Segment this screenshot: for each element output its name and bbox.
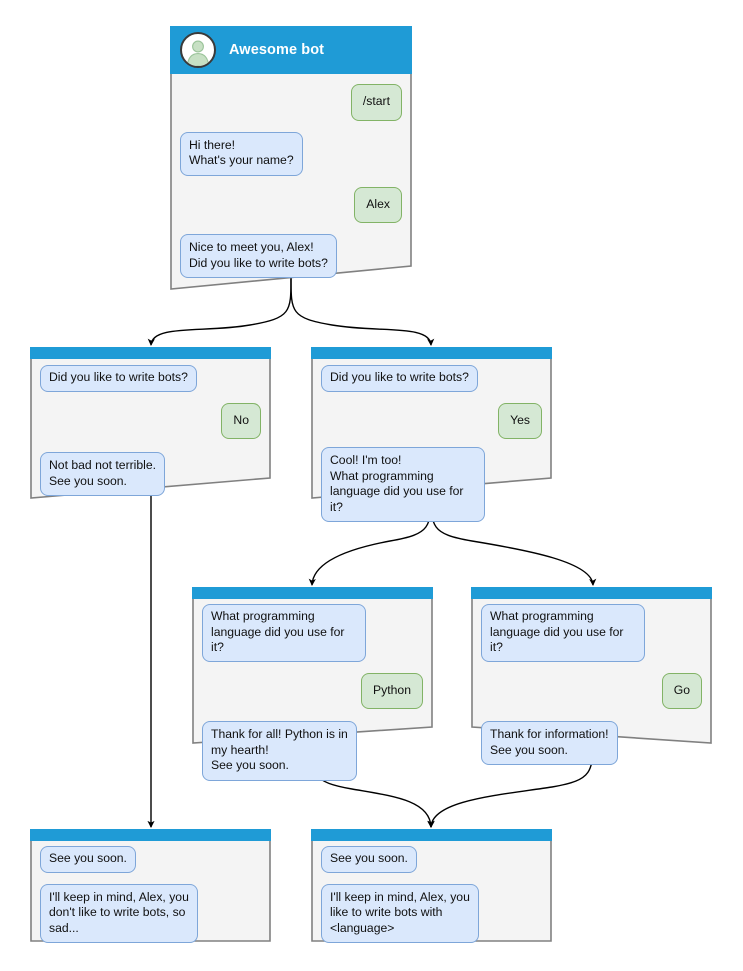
node-python-branch-chat: What programming language did you use fo… — [192, 599, 433, 781]
node-root-titlebar: Awesome bot — [170, 26, 412, 74]
node-python-branch[interactable]: What programming language did you use fo… — [192, 587, 433, 781]
chat-bubble-bot: Thank for information! See you soon. — [481, 721, 618, 765]
chat-bubble-user: Yes — [498, 402, 542, 439]
node-end-yes-chat: See you soon. I'll keep in mind, Alex, y… — [311, 841, 552, 943]
node-no-branch-titlebar — [30, 347, 271, 359]
chat-bubble-user: No — [221, 402, 261, 439]
chat-bubble-bot: See you soon. — [321, 846, 417, 873]
chat-bubble-user: Go — [661, 672, 702, 709]
node-go-branch-titlebar — [471, 587, 712, 599]
node-no-branch[interactable]: Did you like to write bots? No Not bad n… — [30, 347, 271, 500]
node-no-branch-chat: Did you like to write bots? No Not bad n… — [30, 359, 271, 496]
chat-bubble-bot: What programming language did you use fo… — [481, 604, 645, 662]
node-yes-branch[interactable]: Did you like to write bots? Yes Cool! I'… — [311, 347, 552, 522]
chat-bubble-bot: Cool! I'm too! What programming language… — [321, 447, 485, 522]
node-yes-branch-titlebar — [311, 347, 552, 359]
chat-bubble-user: Python — [361, 672, 423, 709]
node-end-no-chat: See you soon. I'll keep in mind, Alex, y… — [30, 841, 271, 943]
chat-bubble-bot: Hi there! What's your name? — [180, 131, 303, 176]
chat-bubble-bot: I'll keep in mind, Alex, you don't like … — [40, 883, 198, 943]
chat-bubble-bot: Did you like to write bots? — [40, 365, 197, 392]
chat-bubble-bot: Did you like to write bots? — [321, 365, 478, 392]
chat-bubble-bot: See you soon. — [40, 846, 136, 873]
chat-bubble-bot: Nice to meet you, Alex! Did you like to … — [180, 234, 337, 278]
chat-bubble-user: Alex — [354, 186, 402, 223]
node-end-yes-titlebar — [311, 829, 552, 841]
node-root-chat: /start Hi there! What's your name? Alex … — [170, 74, 412, 284]
node-python-branch-titlebar — [192, 587, 433, 599]
node-root[interactable]: Awesome bot /start Hi there! What's your… — [170, 26, 412, 292]
node-go-branch-chat: What programming language did you use fo… — [471, 599, 712, 765]
chat-bubble-bot: I'll keep in mind, Alex, you like to wri… — [321, 883, 479, 943]
chat-bubble-bot: Not bad not terrible. See you soon. — [40, 452, 166, 496]
chat-bubble-bot: Thank for all! Python is in my hearth! S… — [202, 721, 357, 781]
node-go-branch[interactable]: What programming language did you use fo… — [471, 587, 712, 765]
node-yes-branch-chat: Did you like to write bots? Yes Cool! I'… — [311, 359, 552, 522]
user-avatar-icon — [180, 32, 216, 68]
node-end-no[interactable]: See you soon. I'll keep in mind, Alex, y… — [30, 829, 271, 943]
chat-bubble-user: /start — [350, 84, 402, 121]
node-end-no-titlebar — [30, 829, 271, 841]
bot-title: Awesome bot — [229, 42, 325, 58]
node-end-yes[interactable]: See you soon. I'll keep in mind, Alex, y… — [311, 829, 552, 943]
chat-bubble-bot: What programming language did you use fo… — [202, 604, 366, 662]
